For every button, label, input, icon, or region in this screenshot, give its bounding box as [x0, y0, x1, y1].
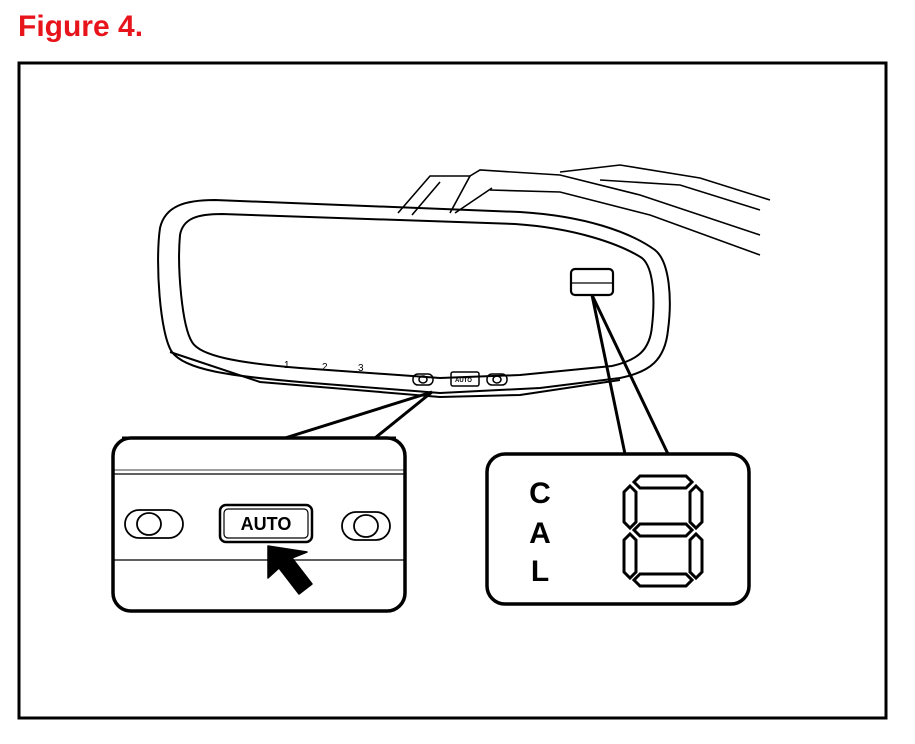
windshield-lines	[397, 164, 771, 256]
right-oval-button	[341, 511, 391, 541]
mirror-auto-label: AUTO	[455, 378, 472, 384]
mirror-glass	[178, 212, 655, 380]
auto-button: AUTO	[218, 503, 314, 544]
seven-segment-digit	[622, 474, 704, 588]
display-callout-lines	[590, 294, 670, 455]
position-label-2: 2	[322, 362, 328, 373]
position-label-3: 3	[358, 363, 364, 374]
left-oval-button	[124, 509, 184, 539]
mirror-auto-button	[450, 371, 480, 387]
cal-letter-c: C	[529, 477, 551, 510]
mirror-left-oval-button	[412, 373, 434, 386]
mirror-right-oval-button	[486, 373, 508, 386]
zoom-callout-lines	[122, 390, 433, 440]
cal-letter-a: A	[529, 517, 551, 550]
figure-title: Figure 4.	[18, 10, 144, 43]
display-panel: C A L	[485, 452, 751, 606]
rear-view-mirror	[157, 198, 671, 399]
cal-letter-l: L	[531, 555, 549, 588]
mirror-buttons: AUTO	[412, 371, 508, 387]
pointer-arrow-icon	[267, 545, 313, 595]
auto-button-label: AUTO	[241, 514, 292, 534]
figure-border	[17, 61, 888, 720]
mirror-position-labels: 1 2 3	[284, 360, 364, 374]
position-label-1: 1	[284, 360, 290, 371]
zoom-panel: AUTO	[111, 436, 407, 613]
display-window	[569, 267, 615, 297]
